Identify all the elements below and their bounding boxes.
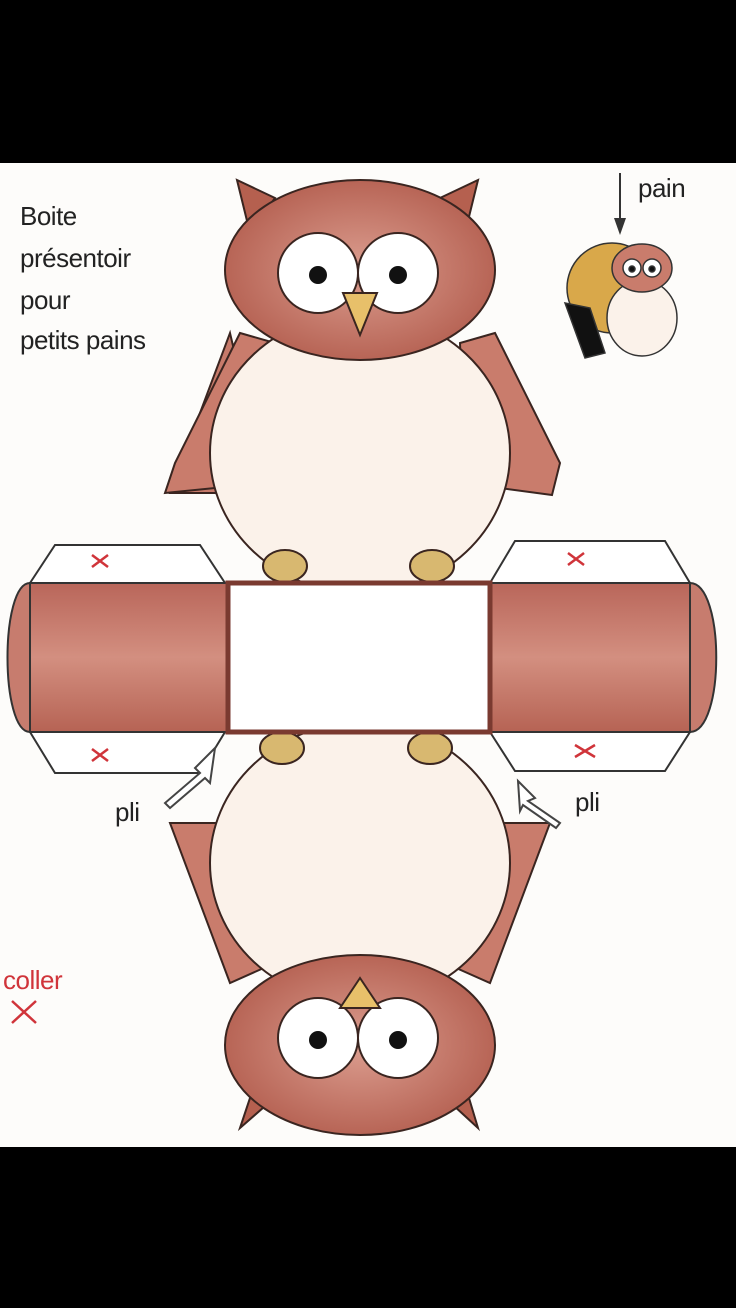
- glue-label: coller: [3, 965, 63, 995]
- fold-arrows: [163, 745, 562, 830]
- pain-arrow-icon: [614, 173, 626, 235]
- title-line-3: pour: [20, 285, 71, 315]
- title-line-4: petits pains: [20, 325, 146, 355]
- title-line-2: présentoir: [20, 243, 131, 273]
- owl-box-template-image[interactable]: Boite présentoir pour petits pains pain …: [0, 163, 736, 1147]
- box-band: [6, 580, 718, 735]
- owl-box-illustration: [6, 173, 718, 1136]
- glue-flaps: [28, 540, 692, 774]
- beak: [341, 292, 379, 338]
- glue-x-icon: [11, 1000, 37, 1024]
- fold-label-right: pli: [575, 787, 600, 817]
- title-line-1: Boite: [20, 201, 77, 231]
- glue-x-marks: [91, 552, 596, 762]
- bottom-black-bar: [0, 1147, 736, 1308]
- bottom-owl: [168, 722, 552, 1136]
- pain-label: pain: [638, 173, 686, 203]
- top-owl: [163, 178, 562, 594]
- front-window: [225, 580, 493, 735]
- fold-label-left: pli: [115, 797, 140, 827]
- assembled-box-thumbnail: [563, 242, 678, 359]
- top-black-bar: [0, 0, 736, 163]
